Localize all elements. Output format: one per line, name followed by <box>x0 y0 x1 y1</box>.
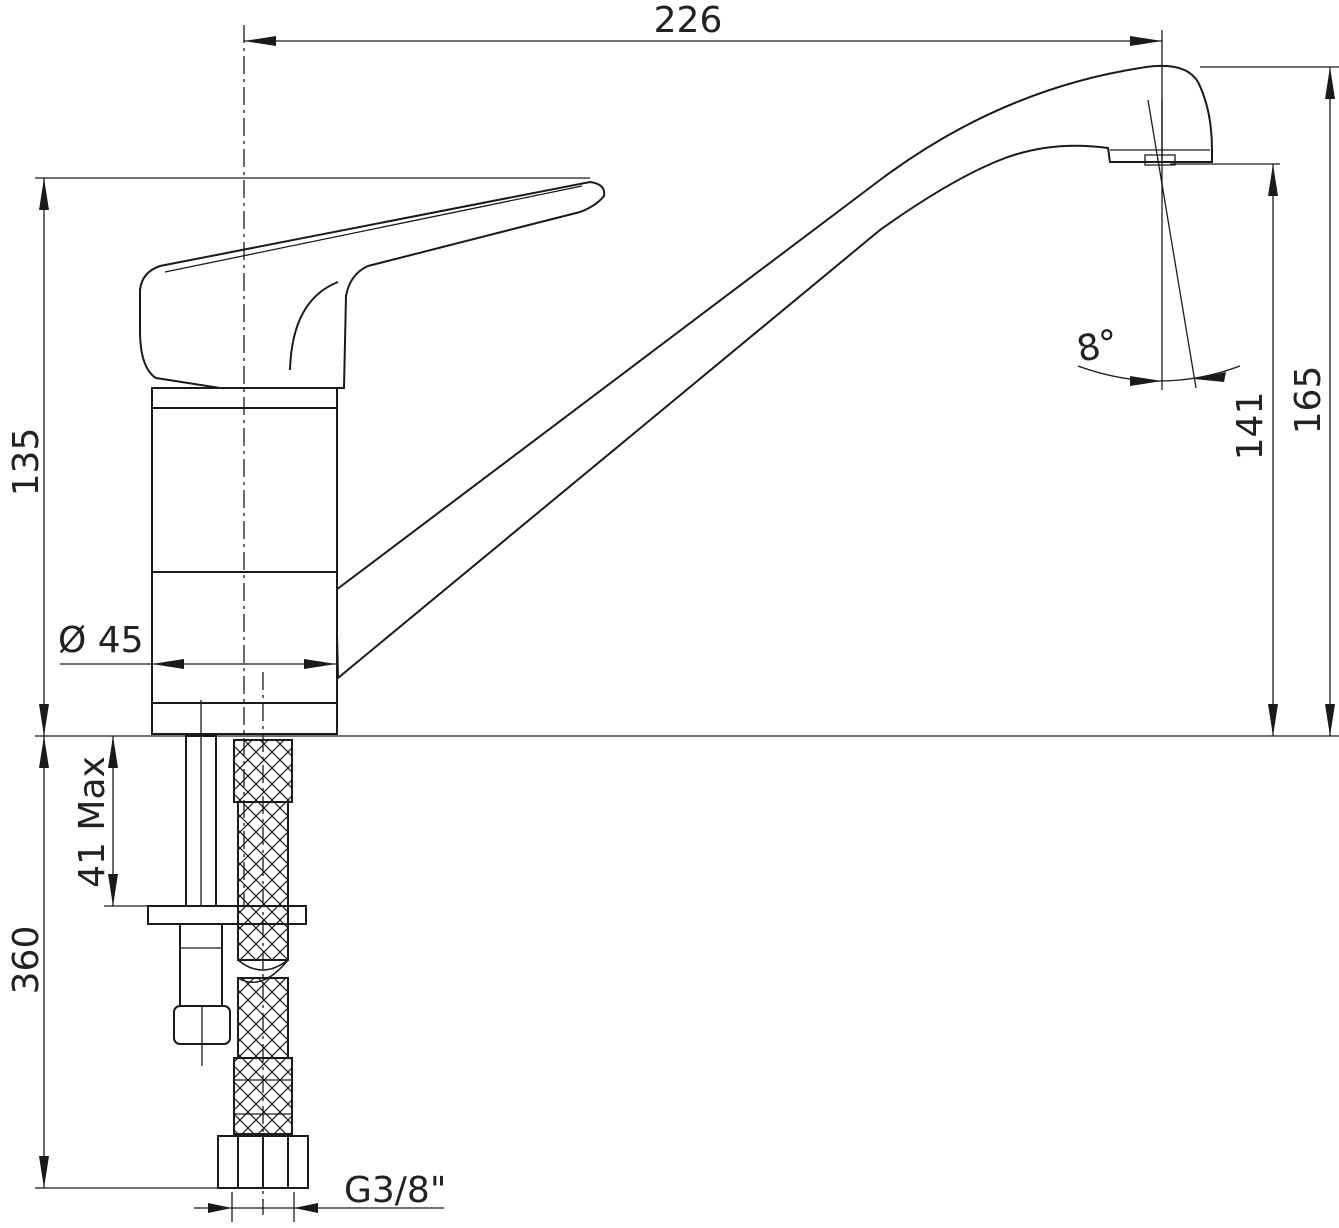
dim-label-226: 226 <box>654 0 723 41</box>
dim-deck-thickness: 41 Max <box>72 736 148 907</box>
dim-label-41max: 41 Max <box>72 756 113 888</box>
dim-connection-thread: G3/8" <box>194 1170 446 1222</box>
dim-label-d45: Ø 45 <box>58 620 144 661</box>
dim-hose-length: 360 <box>6 736 218 1189</box>
dim-label-g38: G3/8" <box>344 1170 446 1211</box>
lever-handle <box>139 180 606 389</box>
dim-outlet-height: 141 <box>1170 163 1280 736</box>
dim-total-height: 165 <box>1200 66 1339 736</box>
dim-label-141: 141 <box>1230 392 1271 461</box>
dim-label-135: 135 <box>6 428 47 497</box>
dim-label-165: 165 <box>1288 366 1329 435</box>
spout <box>334 64 1213 681</box>
dim-label-360: 360 <box>6 926 47 995</box>
dim-body-height: 135 <box>6 177 590 736</box>
dim-label-8deg: 8° <box>1073 322 1122 371</box>
dim-body-diameter: Ø 45 <box>58 620 336 669</box>
faucet-body <box>139 64 1213 735</box>
dim-aerator-angle: 8° <box>1073 99 1241 390</box>
